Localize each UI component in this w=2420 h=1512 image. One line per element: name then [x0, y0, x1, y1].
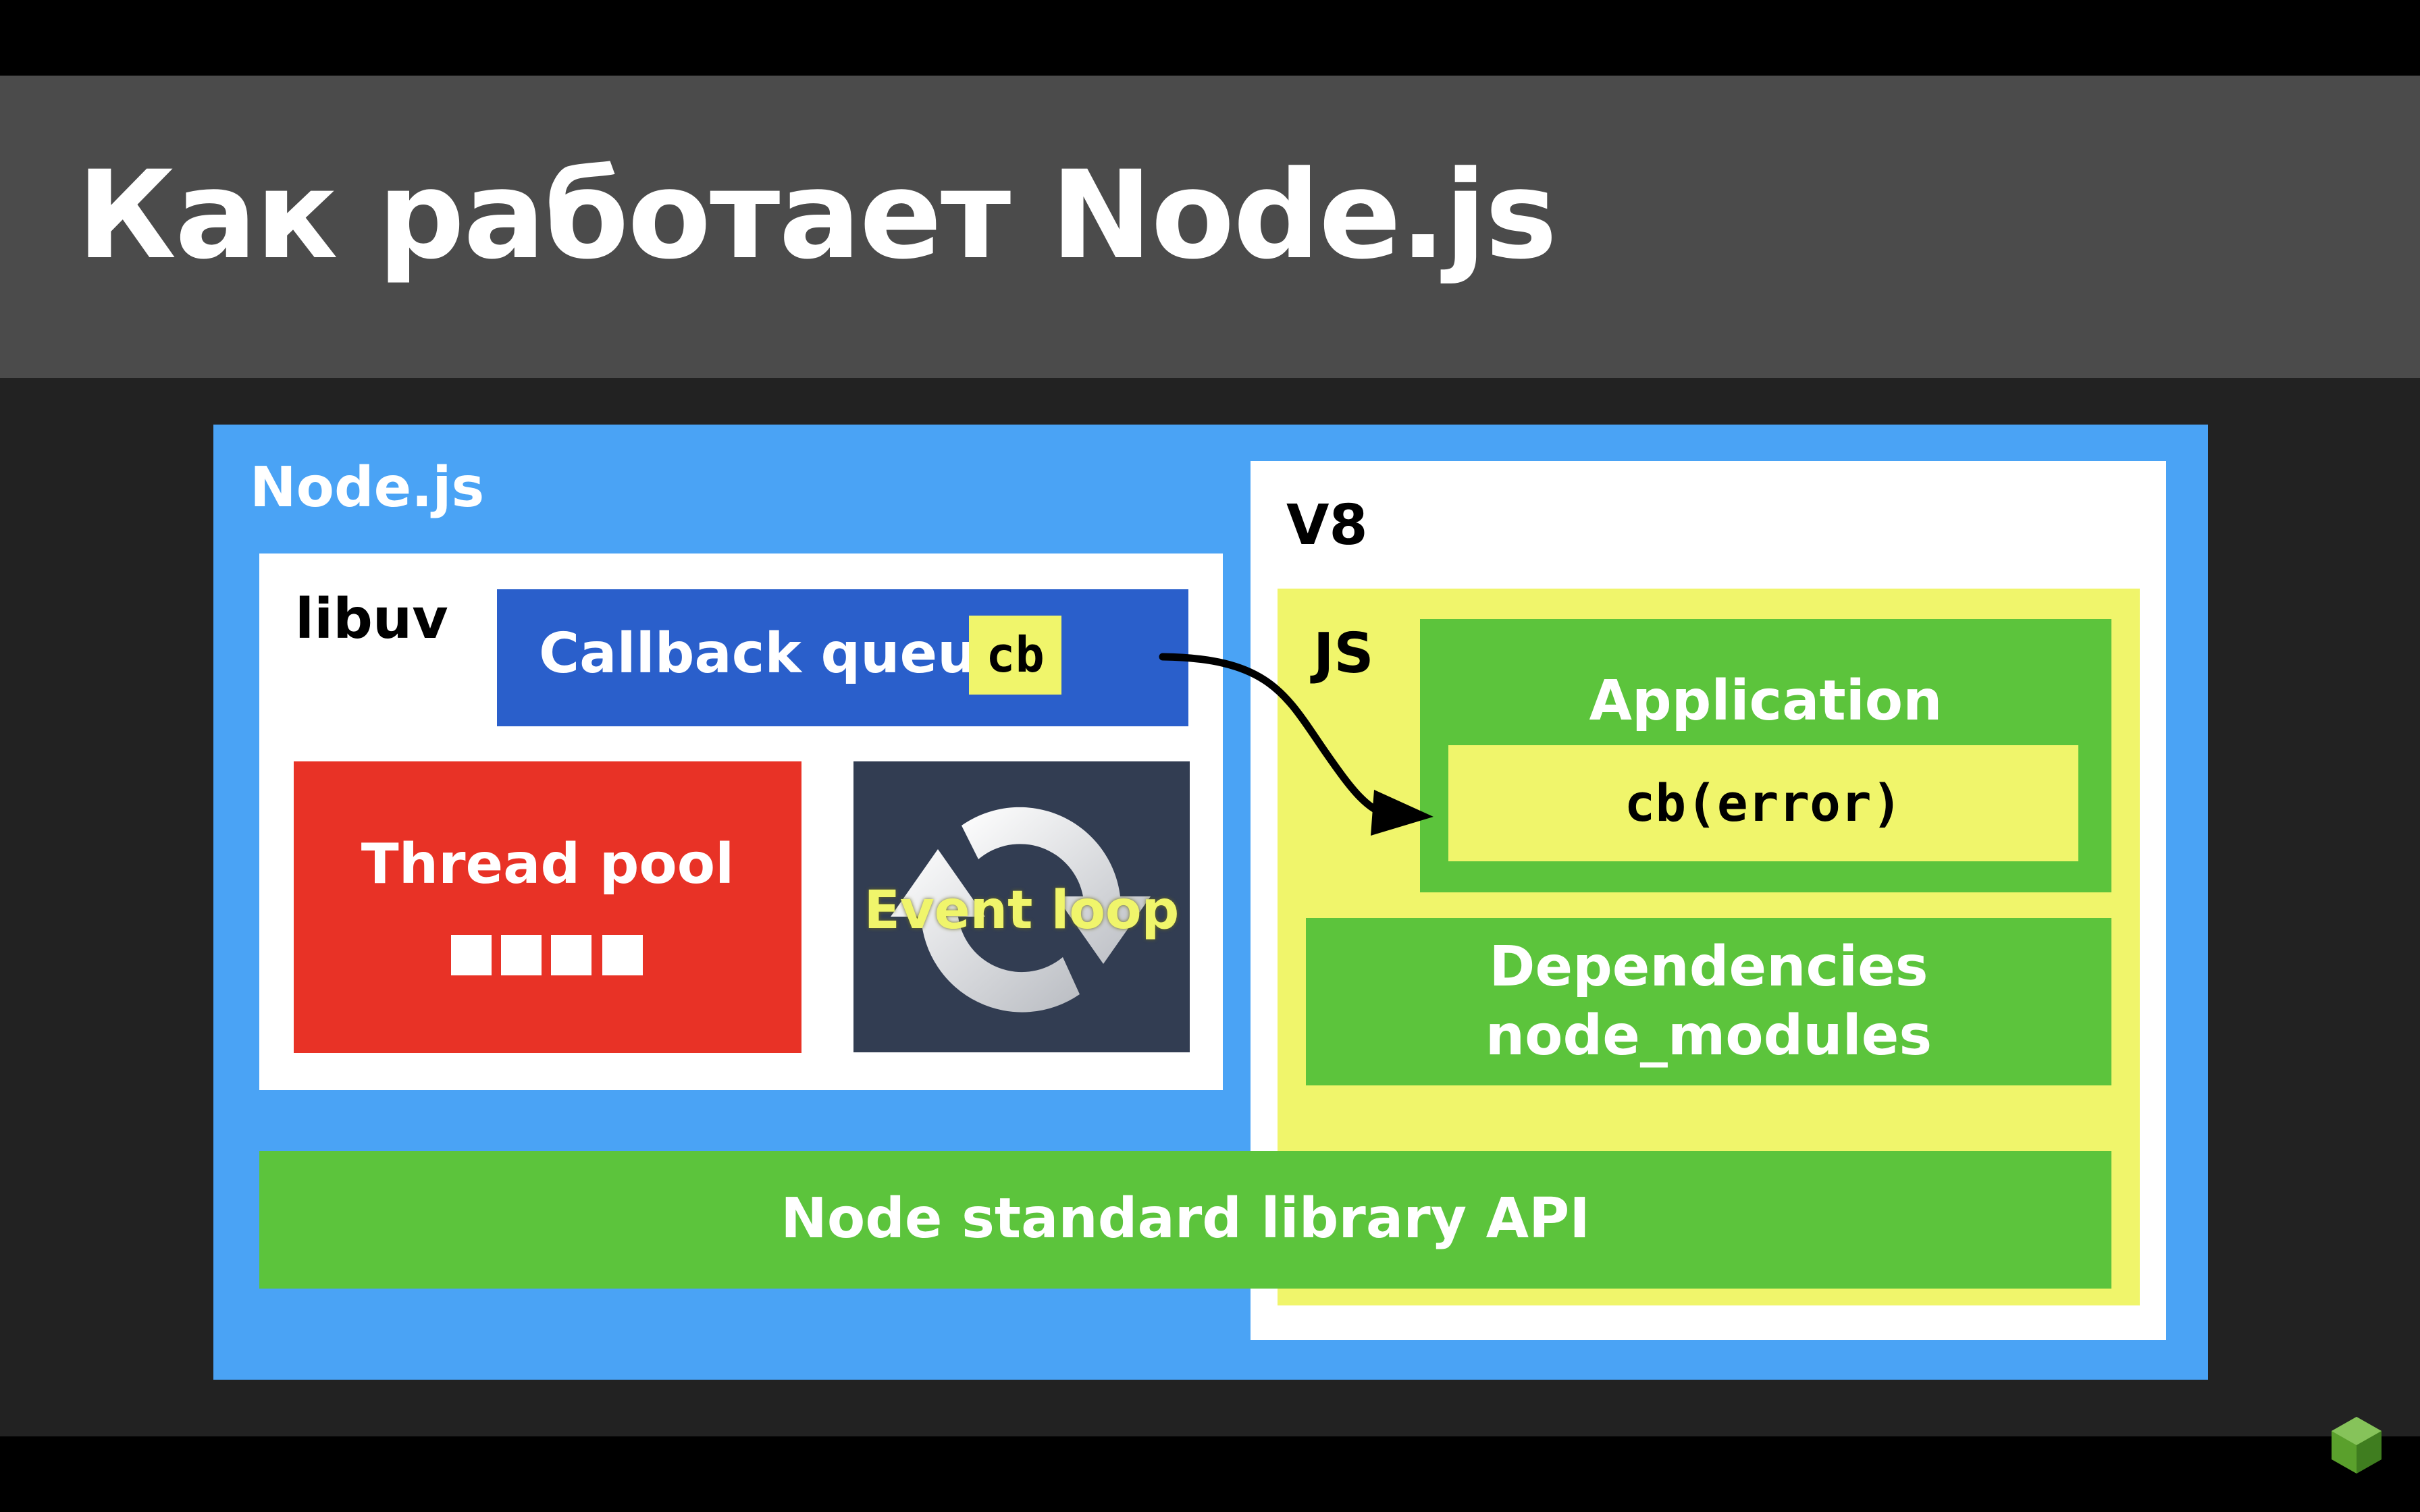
- thread-pool-box: [294, 761, 801, 1053]
- thread-slot: [551, 935, 591, 975]
- callback-chip: cb: [969, 616, 1061, 695]
- callback-call-box: cb(error): [1448, 745, 2078, 861]
- application-label: Application: [1589, 669, 1943, 733]
- letterbox-bottom: [0, 1436, 2420, 1512]
- stdlib-label: Node standard library API: [781, 1187, 1590, 1251]
- nodejs-label: Node.js: [250, 456, 485, 520]
- callback-queue-box: [497, 589, 1188, 726]
- title-band: [0, 76, 2420, 378]
- stdlib-box: [259, 1151, 2111, 1289]
- thread-pool-label: Thread pool: [361, 832, 735, 896]
- thread-slot: [501, 935, 542, 975]
- slide-title: Как работает Node.js: [77, 145, 1557, 286]
- event-loop-label: Event loop: [864, 880, 1180, 941]
- thread-slot: [451, 935, 492, 975]
- thread-slot: [602, 935, 643, 975]
- node-hexagon-icon: [2332, 1417, 2382, 1474]
- js-label: JS: [1313, 622, 1374, 686]
- v8-label: V8: [1286, 493, 1368, 558]
- node-modules-label: node_modules: [1485, 1004, 1932, 1068]
- dependencies-box: [1306, 918, 2111, 1085]
- dependencies-label: Dependencies: [1489, 935, 1928, 999]
- letterbox-top: [0, 0, 2420, 76]
- callback-queue-label: Callback queue: [539, 622, 1015, 686]
- libuv-label: libuv: [295, 587, 448, 651]
- circular-arrows-icon: [891, 807, 1151, 1013]
